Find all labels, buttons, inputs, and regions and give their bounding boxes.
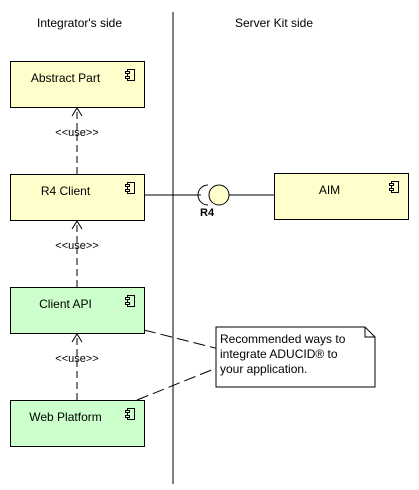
aim-component[interactable]: AIM xyxy=(274,173,409,220)
component-icon xyxy=(125,182,135,194)
web-platform-component[interactable]: Web Platform xyxy=(10,400,145,447)
component-icon xyxy=(125,408,135,420)
note-line-3: your application. xyxy=(220,362,308,376)
client-api-label: Client API xyxy=(39,297,92,311)
use-label-2: <<use>> xyxy=(55,240,99,252)
web-platform-label: Web Platform xyxy=(29,410,102,424)
note-anchor-client-api xyxy=(143,329,220,350)
r4-interface xyxy=(144,184,274,206)
use-arrow-3 xyxy=(71,333,83,400)
note-anchor-web-platform xyxy=(136,366,220,401)
r4-client-component[interactable]: R4 Client xyxy=(10,174,145,221)
use-label-1: <<use>> xyxy=(55,127,99,139)
abstract-part-component[interactable]: Abstract Part xyxy=(10,61,145,108)
note-text: Recommended ways to integrate ADUCID® to… xyxy=(220,332,345,377)
r4-client-label: R4 Client xyxy=(40,184,91,198)
use-label-3: <<use>> xyxy=(55,353,99,365)
use-arrow-2 xyxy=(71,220,83,287)
component-icon xyxy=(389,181,399,193)
note-line-2: integrate ADUCID® to xyxy=(220,347,338,361)
integrator-side-title: Integrator's side xyxy=(37,16,123,30)
client-api-component[interactable]: Client API xyxy=(10,287,145,334)
server-side-title: Server Kit side xyxy=(235,16,314,30)
use-arrow-1 xyxy=(71,107,83,174)
note-shape xyxy=(215,326,376,388)
r4-interface-label: R4 xyxy=(200,207,215,219)
aim-label: AIM xyxy=(318,183,341,197)
note-line-1: Recommended ways to xyxy=(220,332,346,346)
component-icon xyxy=(125,295,135,307)
component-icon xyxy=(125,69,135,81)
abstract-part-label: Abstract Part xyxy=(30,71,101,85)
